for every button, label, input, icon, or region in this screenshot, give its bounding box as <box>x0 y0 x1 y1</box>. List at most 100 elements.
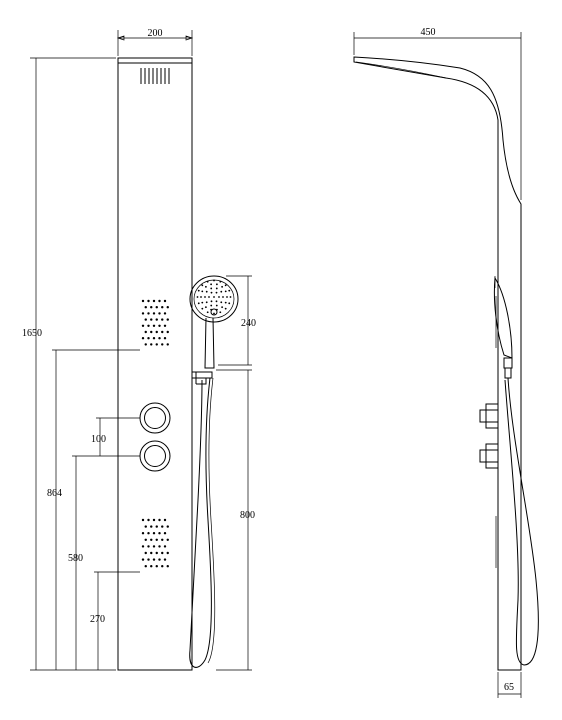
jet-nozzle <box>163 299 167 303</box>
jet-nozzle <box>141 312 145 315</box>
jet-nozzle <box>155 565 158 568</box>
jet-nozzle <box>166 306 169 309</box>
dim-label-holder-height: 800 <box>240 510 255 521</box>
hand-shower-nozzle <box>224 301 227 304</box>
side-lower-valve <box>479 443 499 469</box>
hand-shower-nozzle <box>219 280 222 283</box>
jet-nozzle <box>152 299 156 303</box>
jet-nozzle <box>163 545 167 548</box>
dim-front-width: 200 <box>116 28 194 56</box>
hand-shower-nozzle <box>206 280 209 283</box>
jet-nozzle <box>161 306 164 309</box>
hand-shower-nozzle <box>205 301 208 304</box>
jet-nozzle <box>166 565 169 568</box>
jet-nozzle <box>144 306 147 309</box>
jet-nozzle <box>141 532 145 535</box>
hand-shower-nozzle <box>197 302 200 305</box>
front-panel-outline <box>117 57 193 671</box>
jet-nozzle <box>158 545 161 548</box>
upper-body-jet-grid <box>141 299 169 346</box>
dim-label-lower-valve-height: 580 <box>68 553 83 564</box>
jet-nozzle <box>150 525 153 528</box>
jet-nozzle <box>144 525 147 528</box>
hand-shower-nozzle <box>226 296 228 298</box>
jet-nozzle <box>150 330 153 334</box>
jet-nozzle <box>161 318 164 321</box>
dim-side-depth: 65 <box>497 672 522 698</box>
jet-nozzle <box>158 518 161 522</box>
dim-label-hand-shower-head: 240 <box>241 318 256 329</box>
hand-shower-nozzle <box>210 283 213 286</box>
jet-nozzle <box>158 299 161 303</box>
jet-nozzle <box>144 551 147 555</box>
hand-shower-nozzle <box>210 308 213 311</box>
jet-nozzle <box>147 337 150 340</box>
jet-nozzle <box>163 324 167 327</box>
dim-label-upper-outlet-height: 864 <box>47 488 62 499</box>
jet-nozzle <box>166 343 169 346</box>
jet-nozzle <box>150 343 153 346</box>
dim-label-front-width: 200 <box>148 28 163 39</box>
side-view: 450 65 <box>353 27 539 698</box>
hand-shower-nozzle <box>205 290 208 293</box>
jet-nozzle <box>150 565 153 568</box>
hand-shower-nozzle <box>229 296 232 298</box>
jet-nozzle <box>152 337 156 340</box>
jet-nozzle <box>163 518 167 522</box>
hand-shower-nozzle <box>222 296 224 298</box>
jet-nozzle <box>141 558 145 561</box>
dim-label-side-depth: 65 <box>504 682 514 693</box>
side-arm-lower-edge <box>355 61 447 79</box>
jet-nozzle <box>141 324 145 327</box>
front-view: 200 1650 864 100 580 <box>22 28 256 671</box>
hand-shower-nozzle <box>220 290 223 293</box>
jet-nozzle <box>158 324 161 327</box>
dim-total-height: 1650 <box>22 57 116 671</box>
hand-shower-nozzle <box>215 287 218 290</box>
hand-shower-nozzle <box>201 301 204 304</box>
jet-nozzle <box>161 330 164 334</box>
jet-nozzle <box>161 525 164 528</box>
hand-shower-nozzle <box>204 306 207 309</box>
jet-nozzle <box>144 565 147 568</box>
hand-shower-nozzle <box>218 296 220 298</box>
dim-valve-spacing: 100 <box>91 417 140 456</box>
jet-nozzle <box>158 312 161 315</box>
hand-shower-holder <box>191 371 213 385</box>
jet-nozzle <box>166 330 169 334</box>
jet-nozzle <box>163 337 167 340</box>
hand-shower-nozzle <box>196 296 199 298</box>
shower-hose <box>189 377 216 668</box>
hand-shower-nozzle <box>224 284 227 287</box>
lower-valve-knob <box>139 440 171 472</box>
hand-shower-nozzle <box>208 296 210 298</box>
hand-shower-nozzle <box>224 290 227 293</box>
hand-shower-nozzle <box>200 296 202 298</box>
jet-nozzle <box>147 545 150 548</box>
jet-nozzle <box>144 538 147 541</box>
jet-nozzle <box>163 532 167 535</box>
dim-label-valve-spacing: 100 <box>91 434 106 445</box>
jet-nozzle <box>166 551 169 555</box>
side-hand-shower <box>493 276 513 379</box>
hand-shower-nozzle <box>215 291 218 294</box>
hand-shower-head <box>189 275 239 369</box>
lower-body-jet-grid <box>141 518 169 568</box>
jet-nozzle <box>161 551 164 555</box>
rain-nozzle-grid <box>140 68 170 84</box>
upper-valve-knob <box>139 402 171 434</box>
jet-nozzle <box>150 318 153 321</box>
hand-shower-nozzle <box>213 296 215 298</box>
dim-lower-outlet-height: 270 <box>90 571 140 670</box>
jet-nozzle <box>155 538 158 541</box>
hand-shower-nozzle <box>197 289 200 292</box>
side-hose <box>504 377 539 666</box>
hand-shower-nozzle <box>210 291 213 294</box>
dim-label-total-height: 1650 <box>22 328 42 339</box>
jet-nozzle <box>161 538 164 541</box>
jet-nozzle <box>158 532 161 535</box>
hand-shower-nozzle <box>201 284 204 287</box>
jet-nozzle <box>141 545 145 548</box>
hand-shower-nozzle <box>215 300 218 303</box>
